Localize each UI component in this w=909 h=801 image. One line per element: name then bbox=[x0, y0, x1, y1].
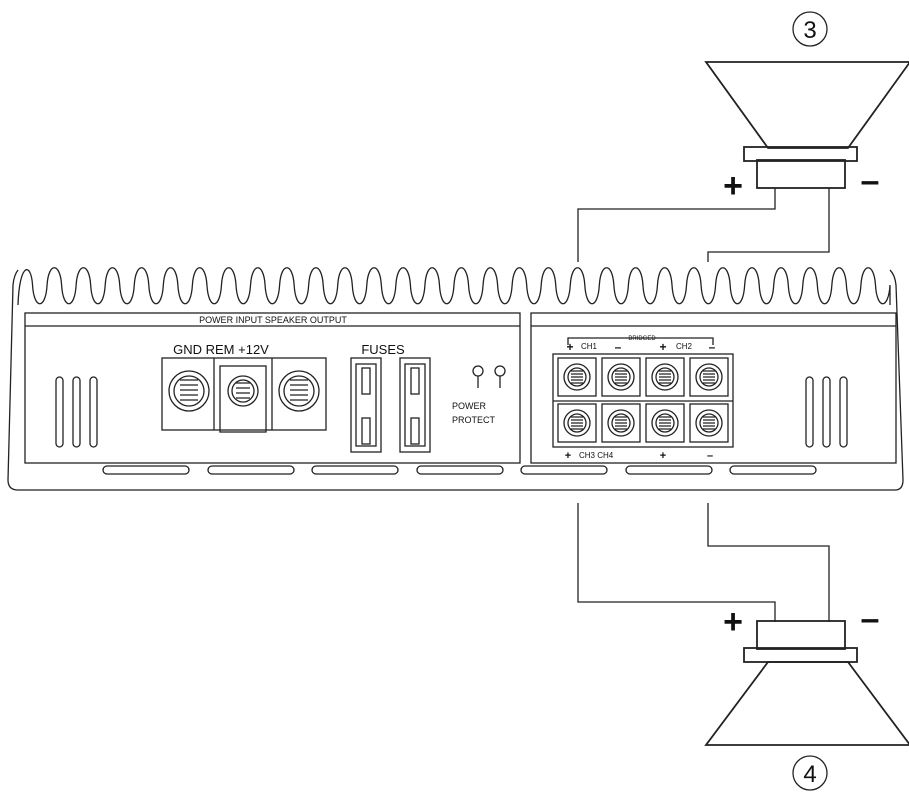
ch3-plus: + bbox=[565, 450, 571, 462]
speaker-4-magnet bbox=[756, 620, 846, 650]
speaker-terminal-screw bbox=[557, 403, 597, 443]
power-terminal-label: GND REM +12V bbox=[173, 342, 269, 357]
speaker-4-minus: – bbox=[861, 600, 880, 638]
12v-terminal-screw bbox=[278, 370, 320, 412]
speaker-terminal-screw bbox=[645, 357, 685, 397]
speaker-4-cone bbox=[704, 661, 909, 746]
speaker-3-minus: – bbox=[861, 162, 880, 200]
wire-bottom-negative bbox=[707, 503, 830, 622]
speaker-3-plus: + bbox=[723, 167, 743, 205]
ch1-label: CH1 bbox=[581, 342, 598, 351]
speaker-terminal-screw bbox=[689, 357, 729, 397]
speaker-terminal-block bbox=[552, 353, 734, 448]
wire-top-negative bbox=[707, 188, 830, 262]
status-leds: POWER PROTECT bbox=[452, 365, 506, 425]
gnd-terminal-screw bbox=[168, 370, 210, 412]
speaker-4-plus: + bbox=[723, 603, 743, 641]
ch4-minus: – bbox=[707, 450, 713, 462]
speaker-4-magnet-ring bbox=[743, 647, 858, 663]
ch3-ch4-label: CH3 CH4 bbox=[579, 451, 614, 460]
rem-terminal-screw bbox=[227, 375, 259, 407]
vent-slot bbox=[729, 465, 817, 475]
fuses-label: FUSES bbox=[361, 342, 405, 357]
vent-slot bbox=[625, 465, 713, 475]
vent-slot bbox=[416, 465, 504, 475]
bottom-slots bbox=[102, 465, 817, 475]
vent-slot bbox=[520, 465, 608, 475]
fuses: FUSES bbox=[350, 342, 431, 453]
ch1-plus: + bbox=[566, 340, 573, 354]
speaker-3-magnet-ring bbox=[743, 146, 858, 162]
amp-outline bbox=[7, 269, 904, 491]
panel-title: POWER INPUT SPEAKER OUTPUT bbox=[199, 315, 347, 325]
heatsink-fins bbox=[17, 267, 891, 306]
speaker-4-number: 4 bbox=[803, 761, 816, 788]
vent-slot bbox=[311, 465, 399, 475]
vent-slot bbox=[207, 465, 295, 475]
protect-led-label: PROTECT bbox=[452, 415, 496, 425]
vent-slot bbox=[102, 465, 190, 475]
protect-led bbox=[494, 365, 506, 377]
left-vents bbox=[55, 376, 98, 448]
amplifier: POWER INPUT SPEAKER OUTPUT GND REM +12V bbox=[7, 267, 904, 491]
wire-bottom-positive bbox=[577, 503, 776, 622]
power-input-panel bbox=[24, 312, 521, 464]
ch4-plus: + bbox=[660, 450, 666, 462]
power-led-label: POWER bbox=[452, 401, 487, 411]
speaker-4: + – 4 bbox=[704, 600, 909, 791]
speaker-3-cone bbox=[704, 61, 909, 149]
speaker-terminal-screw bbox=[601, 403, 641, 443]
power-terminal-block: GND REM +12V bbox=[161, 342, 327, 433]
speaker-terminal-screw bbox=[645, 403, 685, 443]
ch1-minus: – bbox=[615, 340, 622, 354]
speaker-terminal-screw bbox=[557, 357, 597, 397]
ch2-plus: + bbox=[659, 340, 666, 354]
speaker-4-number-circle bbox=[792, 755, 828, 791]
wire-top-positive bbox=[577, 188, 776, 262]
speaker-3-number: 3 bbox=[803, 17, 816, 44]
speaker-output-panel bbox=[530, 312, 897, 464]
right-vents bbox=[805, 376, 848, 448]
speaker-3: 3 + – bbox=[704, 11, 909, 205]
speaker-terminal-screw bbox=[601, 357, 641, 397]
power-led bbox=[472, 365, 484, 377]
fuse-1 bbox=[350, 357, 382, 453]
fuse-2 bbox=[399, 357, 431, 453]
speaker-terminal-screw bbox=[689, 403, 729, 443]
speaker-3-magnet bbox=[756, 159, 846, 189]
bridged-bracket: BRIDGED bbox=[567, 336, 714, 345]
bridged-label: BRIDGED bbox=[628, 336, 656, 342]
ch2-minus: – bbox=[709, 340, 716, 354]
ch2-label: CH2 bbox=[676, 342, 693, 351]
speaker-3-number-circle bbox=[792, 11, 828, 47]
